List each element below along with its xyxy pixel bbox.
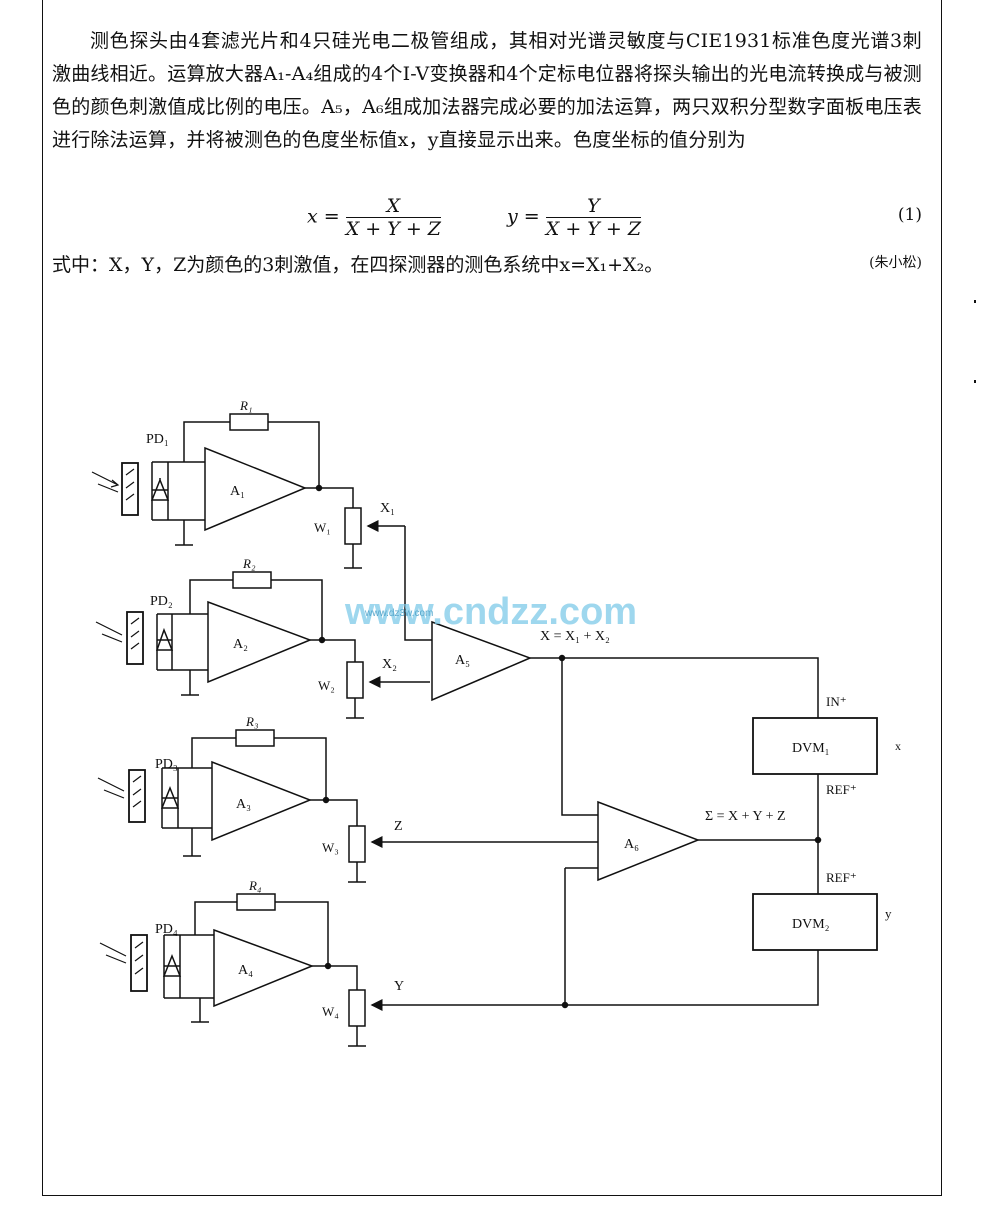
- sigma-label: Σ = X + Y + Z: [705, 809, 786, 824]
- y-fraction: Y X + Y + Z: [545, 195, 642, 240]
- photodiode-3: [160, 767, 192, 829]
- author: (朱小松): [869, 255, 922, 271]
- r1-label: R₁: [239, 398, 252, 413]
- pd2-label: PD₂: [150, 594, 173, 609]
- watermark: www.cndzz.com www.dz3w.com: [344, 591, 637, 633]
- pot-w3: [348, 825, 366, 863]
- r3-label: R₃: [245, 714, 258, 729]
- y-denominator: X + Y + Z: [545, 218, 642, 240]
- x1-label: X₁: [380, 501, 395, 516]
- x-fraction: X X + Y + Z: [345, 195, 442, 240]
- paragraph-1: 测色探头由4套滤光片和4只硅光电二极管组成，其相对光谱灵敏度与CIE1931标准…: [52, 30, 922, 151]
- equation-number: (1): [897, 205, 922, 225]
- filter-4: [130, 934, 148, 992]
- pd1-label: PD₁: [146, 432, 169, 447]
- resistor-1: [229, 413, 269, 431]
- stage-4: PD₄ R₄ A₄ W₄ Y: [99, 878, 565, 1047]
- resistor-4: [236, 893, 276, 911]
- resistor-2: [232, 571, 272, 589]
- filter-2: [126, 611, 144, 665]
- r4-label: R₄: [248, 878, 262, 893]
- x-numerator: X: [345, 195, 442, 218]
- a4-label: A₄: [238, 963, 253, 978]
- a1-label: A₁: [230, 484, 245, 499]
- paragraph-2: 式中：X，Y，Z为颜色的3刺激值，在四探测器的测色系统中x=X₁+X₂。: [52, 254, 664, 276]
- filter-3: [128, 769, 146, 823]
- dvm-2: DVM₂ REF⁺ y: [752, 870, 892, 951]
- x-equation: x = X X + Y + Z: [307, 195, 442, 240]
- opamp-a6: [597, 800, 701, 882]
- photodiode-1: [150, 461, 184, 521]
- dvm1-ref-label: REF⁺: [826, 782, 857, 797]
- x-denominator: X + Y + Z: [345, 218, 442, 240]
- pd3-label: PD₃: [155, 757, 178, 772]
- dvm1-in-label: IN⁺: [826, 694, 847, 709]
- pd4-label: PD₄: [155, 922, 178, 937]
- adder-a6: A₆ Σ = X + Y + Z: [561, 658, 822, 1009]
- dvm2-label: DVM₂: [792, 917, 830, 932]
- a3-label: A₃: [236, 797, 251, 812]
- opamp-a4: [213, 928, 315, 1008]
- stage-1: PD₁ R₁ A₁ W₁ X₁: [91, 398, 405, 569]
- dvm2-ref-label: REF⁺: [826, 870, 857, 885]
- dvm1-label: DVM₁: [792, 741, 830, 756]
- y-lhs: y =: [507, 205, 540, 228]
- w2-label: W₂: [318, 678, 335, 693]
- opamp-a2: [207, 600, 313, 684]
- watermark-main: www.cndzz.com: [344, 591, 637, 633]
- opamp-a5: [431, 620, 533, 702]
- x-sum-label: X = X₁ + X₂: [540, 629, 610, 644]
- y-numerator: Y: [545, 195, 642, 218]
- a5-label: A₅: [455, 653, 470, 668]
- stage-3: PD₃ R₃ A₃ W₃ Z: [97, 714, 598, 883]
- z-label: Z: [394, 819, 403, 834]
- dvm2-out-label: y: [885, 906, 892, 921]
- page-frame: [42, 0, 942, 1196]
- pot-w2: [346, 661, 364, 699]
- x-lhs: x =: [307, 205, 340, 228]
- opamp-a1: [204, 446, 307, 532]
- resistor-3: [235, 729, 275, 747]
- pot-w4: [348, 989, 366, 1027]
- opamp-a3: [211, 760, 313, 842]
- y-equation: y = Y X + Y + Z: [507, 195, 642, 240]
- filter-1: [121, 462, 139, 516]
- w4-label: W₄: [322, 1004, 339, 1019]
- dvm-1: DVM₁ IN⁺ REF⁺ x: [752, 694, 901, 894]
- y-label: Y: [394, 979, 404, 994]
- dvm2-box: [752, 893, 878, 951]
- a2-label: A₂: [233, 637, 248, 652]
- stage-2: PD₂ R₂ A₂ W₂ X₂: [95, 556, 430, 719]
- dvm1-box: [752, 717, 878, 775]
- photodiode-2: [155, 613, 190, 671]
- x2-label: X₂: [382, 657, 397, 672]
- w3-label: W₃: [322, 840, 339, 855]
- watermark-sub: www.dz3w.com: [364, 608, 433, 619]
- pot-w1: [344, 507, 362, 545]
- w1-label: W₁: [314, 520, 331, 535]
- text-block: 测色探头由4套滤光片和4只硅光电二极管组成，其相对光谱灵敏度与CIE1931标准…: [52, 25, 922, 157]
- a6-label: A₆: [624, 837, 639, 852]
- dvm1-out-label: x: [895, 739, 901, 753]
- r2-label: R₂: [242, 556, 256, 571]
- paragraph-2-block: 式中：X，Y，Z为颜色的3刺激值，在四探测器的测色系统中x=X₁+X₂。 (朱小…: [52, 250, 922, 277]
- formula: x = X X + Y + Z y = Y X + Y + Z (1): [52, 195, 922, 240]
- adder-a5: A₅ X = X₁ + X₂: [404, 526, 819, 718]
- photodiode-4: [162, 934, 200, 999]
